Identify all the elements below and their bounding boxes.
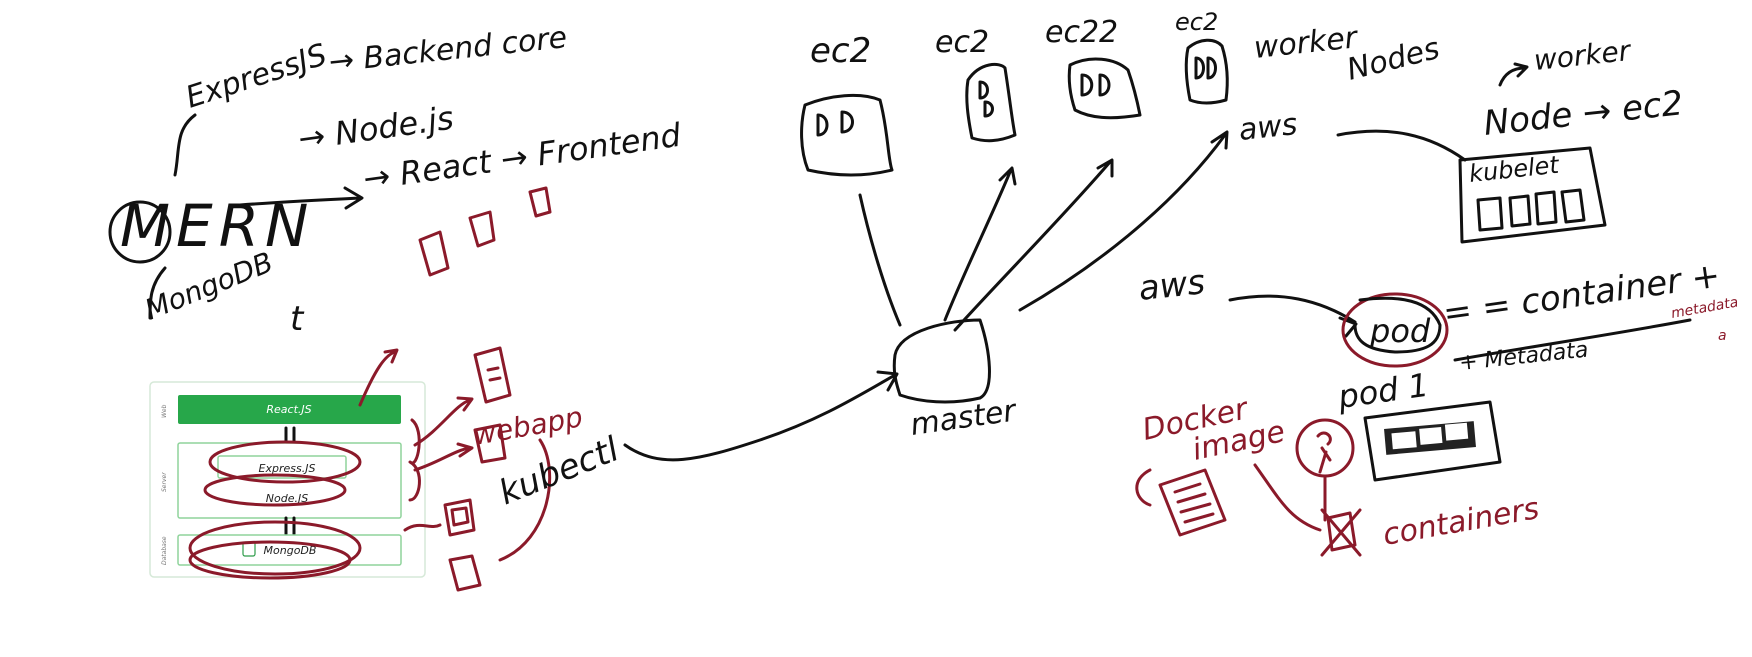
container-person-circle	[1295, 418, 1355, 478]
ec2-box-2	[965, 62, 1017, 143]
pod-circle	[1341, 292, 1449, 368]
m-circle	[108, 200, 172, 264]
container-box	[1326, 511, 1357, 552]
mongodb-branch-stroke	[148, 266, 167, 320]
ec2-box-1	[800, 94, 894, 177]
mern-notes: ExpressJS → Backend core MERN → Node.js …	[108, 20, 684, 339]
partial-letter: t	[290, 299, 305, 339]
mern-stack-card: Web Server Database React.JS Express.JS …	[149, 348, 426, 580]
worker-arrow-label: worker	[1532, 34, 1633, 77]
docker-doc-icon	[1158, 468, 1227, 537]
ec2-label-2: ec2	[935, 25, 989, 60]
pod-one-label: pod 1	[1335, 366, 1431, 416]
docker-detail: Docker image containers	[1135, 391, 1542, 557]
react-box	[178, 395, 401, 424]
kubectl-arrow	[623, 370, 899, 462]
kubelet-box	[1458, 146, 1607, 244]
side-label-web: Web	[161, 404, 168, 418]
react-box-label: React.JS	[266, 403, 311, 416]
pod-small-label: a	[1718, 328, 1727, 344]
node-box-label: Node.JS	[266, 492, 308, 505]
red-page-doodles	[418, 186, 552, 277]
react-arrow	[238, 186, 364, 210]
metadata-label: + Metadata	[1458, 338, 1590, 376]
file-doodle	[473, 346, 512, 404]
webapp-label: webapp	[470, 400, 585, 452]
mongo-box-label: MongoDB	[264, 544, 317, 557]
side-label-server: Server	[161, 472, 168, 492]
worker-nodes-label-2: Nodes	[1343, 31, 1443, 88]
aws-label-top: aws	[1237, 107, 1299, 148]
express-box-label: Express.JS	[259, 462, 316, 475]
ec2-label-3: ec22	[1045, 15, 1118, 50]
express-box	[217, 455, 347, 479]
kubelet-label: kubelet	[1468, 151, 1562, 188]
aws-label-bottom: aws	[1137, 262, 1207, 309]
side-label-database: Database	[161, 536, 168, 565]
pod-label: pod	[1369, 312, 1431, 350]
master-links	[858, 130, 1229, 332]
pod-box	[1363, 400, 1502, 482]
ec2-label-1: ec2	[810, 31, 871, 71]
node-eq-ec2-label: Node → ec2	[1482, 83, 1685, 144]
backend-core-label: → Backend core	[327, 20, 569, 80]
master-node: master	[892, 318, 1020, 443]
nodejs-label: → Node.js	[296, 99, 456, 158]
express-branch-stroke	[173, 113, 197, 177]
expressjs-label: ExpressJS	[182, 37, 331, 115]
ec2-label-4: ec2	[1175, 8, 1218, 36]
containers-label: containers	[1380, 491, 1541, 553]
ec2-box-4	[1184, 38, 1229, 105]
ec2-box-3	[1067, 57, 1142, 120]
ec2-nodes: ec2 ec2 ec22 ec2 worker Nodes aws	[800, 8, 1443, 177]
